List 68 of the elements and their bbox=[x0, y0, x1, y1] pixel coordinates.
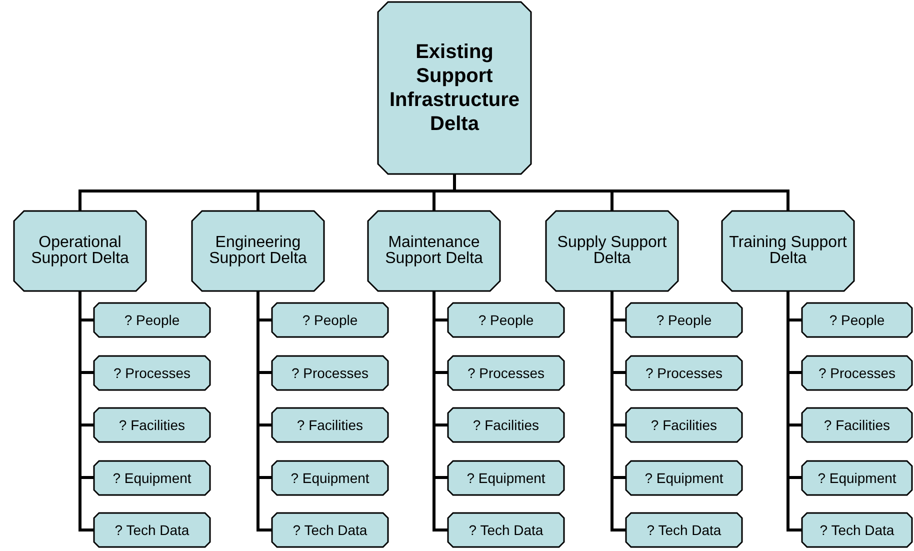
connector-line bbox=[786, 291, 802, 532]
box-label: ? People bbox=[478, 313, 534, 327]
category-box bbox=[368, 211, 500, 291]
item-box bbox=[94, 356, 210, 390]
item-box bbox=[94, 303, 210, 337]
item-box bbox=[448, 408, 564, 442]
item-box bbox=[802, 303, 912, 337]
box-label: Training Support Delta bbox=[728, 235, 848, 267]
box-label: ? Facilities bbox=[824, 418, 890, 432]
item-box bbox=[802, 408, 912, 442]
item-box bbox=[802, 356, 912, 390]
item-box bbox=[626, 303, 742, 337]
category-box bbox=[546, 211, 678, 291]
item-box bbox=[802, 513, 912, 547]
item-box bbox=[802, 460, 912, 494]
box-label: ? Processes bbox=[113, 366, 191, 380]
box-label: ? Tech Data bbox=[114, 523, 190, 537]
box-label: ? Tech Data bbox=[646, 523, 722, 537]
item-box bbox=[448, 356, 564, 390]
item-box bbox=[272, 408, 388, 442]
item-box bbox=[272, 513, 388, 547]
item-box bbox=[94, 408, 210, 442]
title-label: Existing Support Infrastructure Delta bbox=[388, 40, 521, 136]
box-label: ? Facilities bbox=[296, 418, 364, 432]
item-box bbox=[626, 460, 742, 494]
box-label: ? Processes bbox=[818, 366, 896, 380]
box-label: Maintenance Support Delta bbox=[384, 235, 484, 267]
connector-line bbox=[453, 174, 790, 211]
connector-line bbox=[610, 291, 626, 532]
box-label: ? Equipment bbox=[112, 470, 192, 484]
box-label: ? Facilities bbox=[118, 418, 186, 432]
item-box bbox=[448, 303, 564, 337]
item-box bbox=[272, 460, 388, 494]
item-box bbox=[626, 356, 742, 390]
box-label: ? Equipment bbox=[466, 470, 546, 484]
box-label: Supply Support Delta bbox=[556, 235, 668, 267]
box-label: ? Processes bbox=[645, 366, 723, 380]
box-label: ? Equipment bbox=[644, 470, 724, 484]
item-box bbox=[626, 408, 742, 442]
item-box bbox=[272, 356, 388, 390]
item-box bbox=[626, 513, 742, 547]
category-box bbox=[722, 211, 854, 291]
box-label: ? People bbox=[302, 313, 358, 327]
box-label: ? Processes bbox=[291, 366, 369, 380]
item-box bbox=[448, 513, 564, 547]
box-label: Operational Support Delta bbox=[30, 235, 130, 267]
item-box bbox=[448, 460, 564, 494]
category-box bbox=[14, 211, 146, 291]
box-label: ? Facilities bbox=[650, 418, 718, 432]
box-label: ? Processes bbox=[467, 366, 545, 380]
box-label: ? Facilities bbox=[472, 418, 540, 432]
category-box bbox=[192, 211, 324, 291]
box-label: ? Tech Data bbox=[468, 523, 544, 537]
box-label: ? Equipment bbox=[818, 470, 896, 484]
item-box bbox=[94, 513, 210, 547]
box-label: ? Tech Data bbox=[292, 523, 368, 537]
box-label: ? People bbox=[656, 313, 712, 327]
connector-line bbox=[256, 291, 272, 532]
item-box bbox=[272, 303, 388, 337]
connector-line bbox=[78, 291, 94, 532]
connector-line bbox=[432, 291, 448, 532]
category-box bbox=[378, 2, 531, 174]
item-box bbox=[94, 460, 210, 494]
box-label: ? People bbox=[829, 313, 885, 327]
box-label: ? Tech Data bbox=[820, 523, 894, 537]
box-label: ? Equipment bbox=[290, 470, 370, 484]
box-label: Engineering Support Delta bbox=[208, 235, 308, 267]
box-label: ? People bbox=[124, 313, 180, 327]
